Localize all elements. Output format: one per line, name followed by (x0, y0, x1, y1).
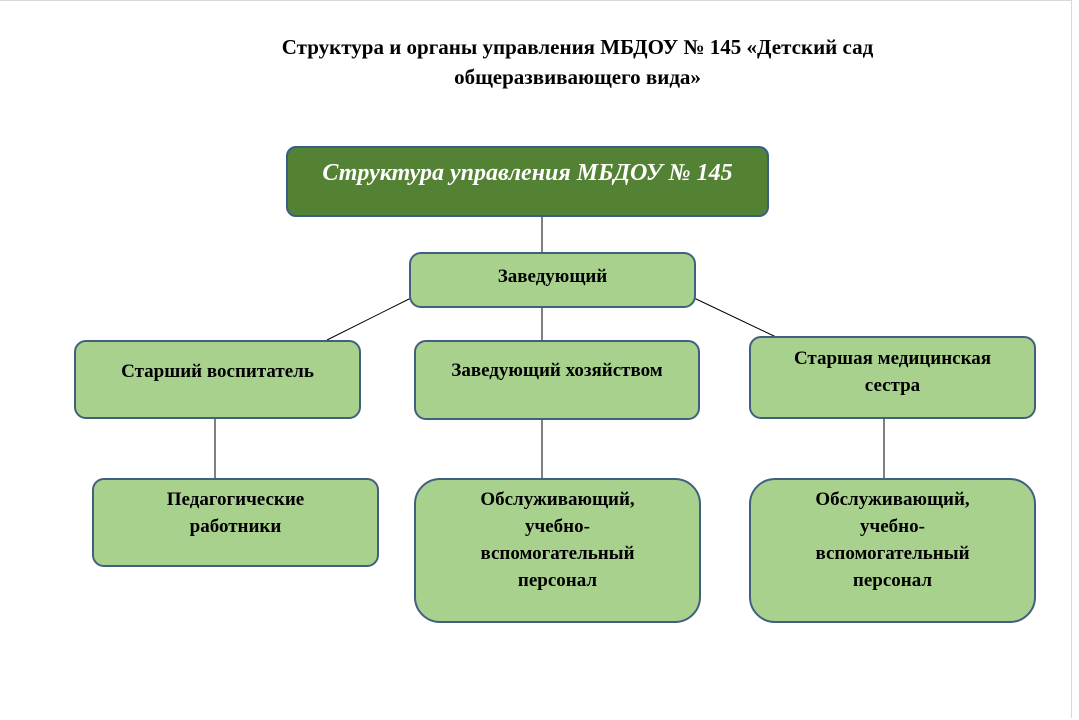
support-staff-1-line-3: вспомогательный (480, 542, 635, 564)
head-node-label: Заведующий (497, 265, 608, 287)
root-node-label: Структура управления МБДОУ № 145 (322, 160, 733, 186)
teachers-label-line-1: Педагогические (166, 488, 305, 510)
support-staff-2-line-3: вспомогательный (815, 542, 970, 564)
senior-nurse-node: Старшая медицинская сестра (749, 336, 1036, 419)
support-staff-1-line-4: персонал (517, 569, 598, 591)
support-staff-1-line-2: учебно- (525, 515, 590, 537)
page-title-line-1: Структура и органы управления МБДОУ № 14… (281, 35, 874, 59)
page-title-line-2: общеразвивающего вида» (454, 65, 701, 89)
senior-teacher-node: Старший воспитатель (74, 340, 361, 419)
page-title: Структура и органы управления МБДОУ № 14… (150, 32, 1005, 92)
senior-nurse-label-line-2: сестра (864, 374, 921, 396)
connector-head-senior-teacher (326, 297, 412, 341)
teachers-label-line-2: работники (189, 515, 282, 537)
support-staff-node-medical: Обслуживающий, учебно- вспомогательный п… (749, 478, 1036, 623)
support-staff-2-line-4: персонал (852, 569, 933, 591)
head-node: Заведующий (409, 252, 696, 308)
senior-nurse-label-line-1: Старшая медицинская (793, 347, 992, 369)
facilities-head-label: Заведующий хозяйством (451, 359, 663, 381)
support-staff-node-facilities: Обслуживающий, учебно- вспомогательный п… (414, 478, 701, 623)
facilities-head-node: Заведующий хозяйством (414, 340, 700, 420)
support-staff-1-line-1: Обслуживающий, (480, 488, 635, 510)
teachers-node: Педагогические работники (92, 478, 379, 567)
support-staff-2-line-1: Обслуживающий, (815, 488, 970, 510)
support-staff-2-line-2: учебно- (860, 515, 925, 537)
senior-teacher-label: Старший воспитатель (121, 361, 314, 382)
connector-head-senior-nurse (693, 297, 777, 338)
root-node: Структура управления МБДОУ № 145 (286, 146, 769, 217)
